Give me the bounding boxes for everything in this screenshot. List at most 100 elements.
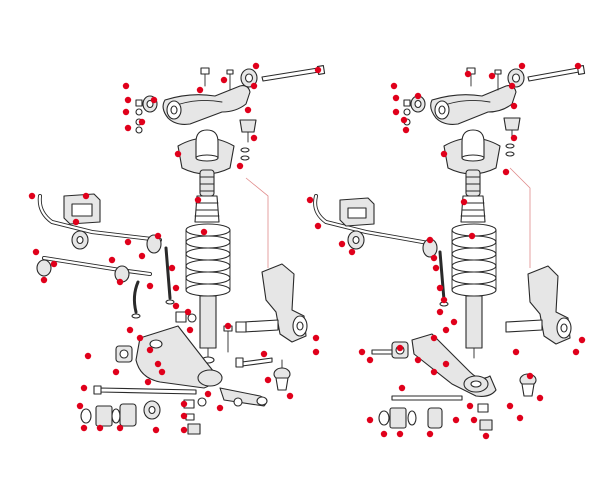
callout-dot (224, 322, 232, 330)
callout-dot (518, 62, 526, 70)
lower-arm-bolt-r (371, 349, 463, 401)
callout-dot (154, 360, 162, 368)
upper-control-arm (162, 85, 251, 125)
callout-dot (430, 254, 438, 262)
callout-dot (430, 334, 438, 342)
steering-knuckle (235, 263, 308, 343)
loose-bushings-r (378, 403, 493, 431)
callout-dot (414, 356, 422, 364)
callout-dot (80, 384, 88, 392)
callout-dot (396, 344, 404, 352)
callout-dot (220, 76, 228, 84)
callout-dot (264, 376, 272, 384)
callout-dot (380, 430, 388, 438)
callout-dot (392, 94, 400, 102)
callout-dot (426, 236, 434, 244)
callout-dot (204, 390, 212, 398)
callout-dot (82, 192, 90, 200)
knuckle-bolt (235, 357, 273, 368)
callout-dot (216, 404, 224, 412)
callout-dot (200, 228, 208, 236)
callout-dot (158, 368, 166, 376)
callout-dot (122, 82, 130, 90)
callout-dot (508, 82, 516, 90)
leader-line-r (509, 167, 531, 268)
callout-dot (432, 264, 440, 272)
callout-dot (260, 350, 268, 358)
callout-dot (180, 426, 188, 434)
callout-dot (402, 126, 410, 134)
callout-dot (150, 96, 158, 104)
callout-markers (28, 62, 586, 440)
callout-dot (306, 196, 314, 204)
callout-dot (180, 400, 188, 408)
steering-knuckle-r (505, 265, 572, 345)
shock-absorber-r (465, 295, 483, 359)
callout-dot (236, 162, 244, 170)
lower-control-arm-r (411, 333, 497, 397)
callout-dot (466, 402, 474, 410)
callout-dot (174, 150, 182, 158)
callout-dot (252, 62, 260, 70)
callout-dot (414, 92, 422, 100)
callout-dot (146, 346, 154, 354)
callout-dot (124, 238, 132, 246)
leader-line (245, 177, 269, 268)
callout-dot (510, 134, 518, 142)
callout-dot (430, 368, 438, 376)
lower-arm-bushing (115, 345, 133, 363)
callout-dot (314, 66, 322, 74)
callout-dot (440, 150, 448, 158)
callout-dot (452, 416, 460, 424)
callout-dot (108, 256, 116, 264)
upper-ball-joint (239, 119, 257, 161)
callout-dot (396, 430, 404, 438)
callout-dot (398, 384, 406, 392)
callout-dot (126, 326, 134, 334)
callout-dot (168, 264, 176, 272)
roll-bar-bracket-r (339, 197, 375, 227)
left-assembly (36, 65, 326, 435)
callout-dot (488, 72, 496, 80)
roll-bar-bracket (63, 193, 101, 225)
callout-dot (442, 360, 450, 368)
callout-dot (464, 70, 472, 78)
callout-dot (390, 82, 398, 90)
lower-control-arm (135, 325, 223, 389)
callout-dot (536, 394, 544, 402)
lower-ball-joint (273, 359, 291, 391)
callout-dot (96, 424, 104, 432)
right-assembly (313, 65, 586, 431)
callout-dot (146, 282, 154, 290)
anti-roll-bar-r (313, 194, 436, 246)
callout-dot (138, 118, 146, 126)
coil-spring (185, 223, 231, 297)
callout-dot (436, 284, 444, 292)
tension-strut (219, 387, 268, 407)
callout-dot (116, 278, 124, 286)
callout-dot (184, 308, 192, 316)
callout-dot (366, 416, 374, 424)
callout-dot (250, 82, 258, 90)
shock-absorber (199, 295, 217, 364)
top-bolts-r (466, 67, 502, 91)
callout-dot (312, 348, 320, 356)
callout-dot (312, 334, 320, 342)
callout-dot (84, 352, 92, 360)
bump-stop (199, 169, 215, 197)
callout-dot (136, 334, 144, 342)
callout-dot (144, 378, 152, 386)
callout-dot (516, 414, 524, 422)
upper-ball-joint-r (503, 117, 521, 157)
callout-dot (286, 392, 294, 400)
callout-dot (28, 192, 36, 200)
top-bolts (200, 67, 234, 91)
callout-dot (124, 96, 132, 104)
callout-dot (172, 302, 180, 310)
lower-arm-bolt (93, 385, 197, 395)
callout-dot (366, 356, 374, 364)
callout-dot (358, 348, 366, 356)
callout-dot (72, 218, 80, 226)
